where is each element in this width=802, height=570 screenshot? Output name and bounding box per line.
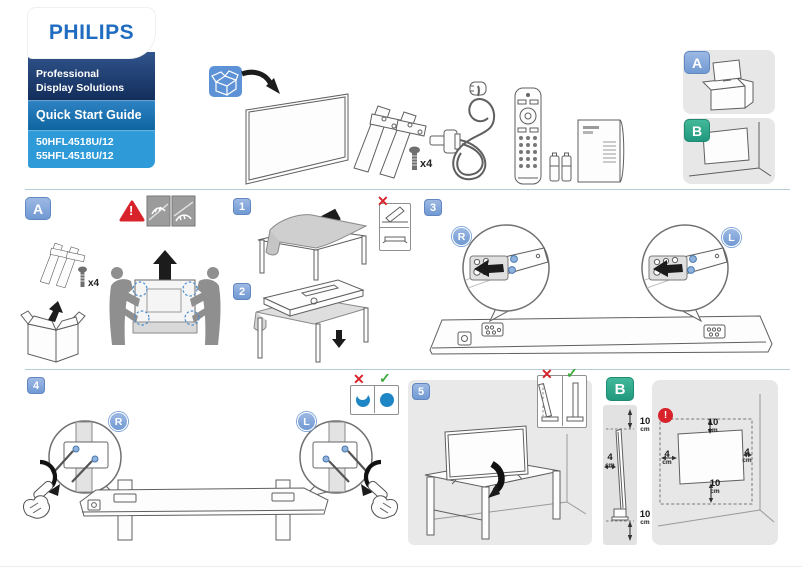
section-divider-top <box>25 189 790 190</box>
model-band: 50HFL4518U/12 55HFL4518U/12 <box>28 130 155 168</box>
tv-upright-on-table-illustration <box>424 425 587 540</box>
warning-triangle-icon <box>119 200 145 222</box>
left-screwdriver-callout <box>299 420 398 519</box>
wrong-cross-glyph-5: ✕ <box>541 366 553 382</box>
upright-tv-sketch <box>566 382 584 422</box>
tv-on-stand-illustration <box>701 59 754 111</box>
right-callout-badge-step3: R <box>452 227 471 246</box>
page-edge-line <box>0 566 802 567</box>
tv-on-wall-illustration <box>688 122 772 177</box>
guide-title: Quick Start Guide <box>36 108 142 122</box>
section-b-badge: B <box>606 377 634 401</box>
two-person-lift-illustration <box>109 250 221 345</box>
tv-facedown-on-table-illustration <box>253 279 369 363</box>
open-box-illustration <box>20 301 86 363</box>
tv-bottom-bar-illustration <box>429 315 773 355</box>
screw-count-label-a: x4 <box>88 278 100 289</box>
left-callout-badge-step4: L <box>297 412 316 431</box>
section-a-badge: A <box>25 197 51 220</box>
guide-title-band: Quick Start Guide <box>28 100 155 130</box>
brand-block: Professional Display Solutions Quick Sta… <box>28 8 155 168</box>
manual-booklet-illustration <box>577 119 625 183</box>
clearance-side-bottom: 10 cm <box>639 509 651 526</box>
wall-front-view-panel <box>652 380 778 545</box>
warning-exclamation-glyph: ! <box>129 203 134 218</box>
section-divider-bottom <box>25 369 790 370</box>
right-screwdriver-callout <box>23 420 122 519</box>
step-5-badge: 5 <box>412 383 430 400</box>
option-b-badge: B <box>684 119 710 142</box>
tv-flat-sketch <box>382 236 408 244</box>
left-stand-callout-step3 <box>641 224 729 323</box>
step-1-badge: 1 <box>233 198 251 215</box>
tv-side-profile-illustration <box>604 409 634 541</box>
tilt-warning-inset <box>537 375 587 428</box>
tagline-line1: Professional <box>36 68 100 80</box>
wrong-cross-glyph-1: ✕ <box>377 193 389 209</box>
right-check-glyph-4: ✓ <box>379 370 391 386</box>
tv-panel-illustration <box>245 93 349 185</box>
blanket-on-table-illustration <box>257 208 368 281</box>
brand-tagline-band: Professional Display Solutions <box>28 52 155 100</box>
clearance-side-gap: 4 cm <box>605 452 615 469</box>
handling-warning-thumbnails <box>146 195 196 227</box>
placement-warning-inset <box>379 203 411 251</box>
model-number-2: 55HFL4518U/12 <box>36 150 114 163</box>
power-cable-illustration <box>429 81 496 181</box>
right-check-glyph-5: ✓ <box>566 365 578 381</box>
tagline-line2: Display Solutions <box>36 81 125 94</box>
screw-loose-dot <box>356 389 370 407</box>
screw-icon <box>409 146 420 170</box>
remote-control-illustration <box>514 87 542 185</box>
philips-wordmark: PHILIPS <box>48 21 135 44</box>
stand-legs-small-illustration <box>39 242 86 289</box>
clearance-side-top: 10 cm <box>639 416 651 433</box>
wrong-cross-glyph-4: ✕ <box>353 371 365 387</box>
clearance-warning-dot: ! <box>658 408 673 423</box>
screw-count-label: x4 <box>420 158 433 170</box>
screw-icon-small <box>78 266 87 287</box>
wall-clearance-front-illustration <box>657 394 775 527</box>
step-2-badge: 2 <box>233 283 251 300</box>
screw-tight-dot <box>380 393 394 407</box>
clearance-front-bottom: 10 cm <box>709 478 721 495</box>
left-callout-badge-step3: L <box>722 228 741 247</box>
wall-side-view-panel <box>603 405 637 545</box>
clearance-front-right: 4 cm <box>742 447 752 464</box>
clearance-front-left: 4 cm <box>662 449 672 466</box>
tv-on-edge-sketch <box>382 206 408 223</box>
model-number-1: 50HFL4518U/12 <box>36 136 114 148</box>
right-stand-callout-step3 <box>462 224 550 323</box>
philips-logo: PHILIPS <box>28 8 155 58</box>
stand-legs-illustration <box>353 105 427 179</box>
screw-tightness-inset <box>350 385 399 415</box>
clearance-front-top: 10 cm <box>707 417 719 434</box>
stand-bar-with-legs-illustration <box>79 479 329 541</box>
step-3-badge: 3 <box>424 199 442 216</box>
clearance-exclamation-glyph: ! <box>663 410 668 421</box>
step-4-badge: 4 <box>27 377 45 394</box>
batteries-illustration <box>549 152 572 182</box>
tilted-tv-sketch <box>538 382 559 422</box>
right-callout-badge-step4: R <box>109 412 128 431</box>
option-a-badge: A <box>684 51 710 74</box>
unboxing-icon <box>209 66 280 97</box>
